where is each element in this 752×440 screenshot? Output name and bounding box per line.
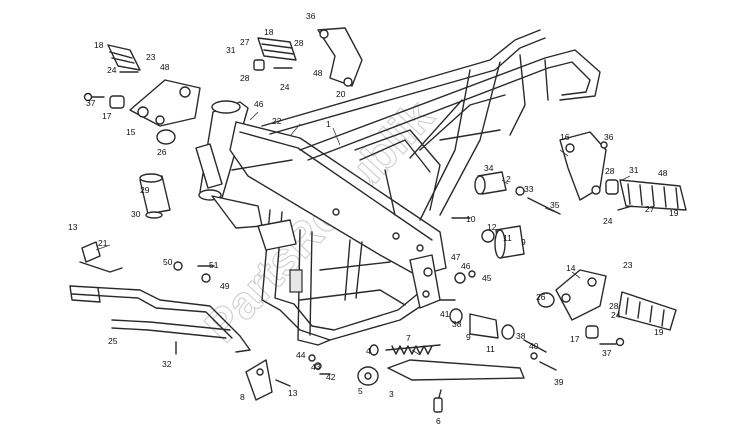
callout-24a: 24: [107, 65, 117, 75]
callout-34: 34: [484, 163, 494, 173]
callout-14: 14: [566, 263, 576, 273]
callout-46a: 46: [254, 99, 264, 109]
callout-48a: 48: [160, 62, 170, 72]
callout-3: 3: [389, 389, 394, 399]
callout-38a: 38: [452, 319, 462, 329]
callout-33: 33: [524, 184, 534, 194]
callout-6: 6: [436, 416, 441, 426]
callout-16: 16: [560, 132, 570, 142]
callout-26a: 26: [157, 147, 167, 157]
callout-7: 7: [406, 333, 411, 343]
callout-8: 8: [240, 392, 245, 402]
callout-4: 4: [366, 346, 371, 356]
callout-44: 44: [296, 350, 306, 360]
callout-48c: 48: [658, 168, 668, 178]
callout-17b: 17: [570, 334, 580, 344]
callout-1: 1: [326, 119, 331, 129]
callout-36b: 36: [604, 132, 614, 142]
callout-38b: 38: [516, 331, 526, 341]
callout-31a: 31: [226, 45, 236, 55]
top-center-parts: [253, 27, 363, 87]
callout-26b: 26: [536, 292, 546, 302]
callout-42: 42: [326, 372, 336, 382]
callout-32: 32: [162, 359, 172, 369]
main-frame: [198, 29, 601, 346]
callout-labels: 1 2 3 4 5 6 7 8 9 9 10 11 11 12 13 13 14…: [68, 11, 679, 426]
callout-18b: 18: [264, 27, 274, 37]
callout-2: 2: [506, 174, 511, 184]
leader-lines: [95, 111, 631, 356]
callout-37a: 37: [86, 98, 96, 108]
callout-24b: 24: [280, 82, 290, 92]
callout-40: 40: [529, 341, 539, 351]
left-footrest-bracket: [83, 44, 201, 145]
callout-11a: 11: [503, 233, 512, 243]
callout-17a: 17: [102, 111, 112, 121]
callout-45: 45: [482, 273, 492, 283]
callout-28c: 28: [605, 166, 615, 176]
callout-31b: 31: [629, 165, 639, 175]
right-footrest-bracket: [559, 131, 687, 211]
side-stand-bracket: [69, 241, 251, 355]
callout-9a: 9: [521, 237, 526, 247]
misc-tubes: [139, 143, 223, 219]
callout-48b: 48: [313, 68, 323, 78]
callout-10: 10: [466, 214, 476, 224]
callout-46b: 46: [461, 261, 471, 271]
callout-19b: 19: [654, 327, 664, 337]
callout-23a: 23: [146, 52, 156, 62]
callout-28b: 28: [294, 38, 304, 48]
callout-28d: 28: [609, 301, 619, 311]
callout-41: 41: [440, 309, 450, 319]
callout-29: 29: [140, 185, 150, 195]
callout-13a: 13: [68, 222, 78, 232]
callout-47: 47: [451, 252, 461, 262]
callout-22: 22: [272, 116, 282, 126]
callout-49: 49: [220, 281, 230, 291]
callout-36a: 36: [306, 11, 316, 21]
callout-21: 21: [98, 238, 108, 248]
callout-12: 12: [487, 222, 497, 232]
callout-19a: 19: [669, 208, 679, 218]
callout-11b: 11: [486, 344, 495, 354]
callout-9b: 9: [466, 332, 471, 342]
callout-15: 15: [126, 127, 136, 137]
callout-30: 30: [131, 209, 141, 219]
lower-right-footrest: [537, 269, 677, 347]
callout-23b: 23: [623, 260, 633, 270]
callout-39: 39: [554, 377, 564, 387]
rear-suspension-parts: [451, 171, 561, 259]
callout-25: 25: [108, 336, 118, 346]
callout-24c: 24: [603, 216, 613, 226]
callout-5: 5: [358, 386, 363, 396]
callout-37b: 37: [602, 348, 612, 358]
callout-24d: 24: [611, 310, 621, 320]
stand-and-lower-parts: [245, 270, 557, 413]
callout-51: 51: [209, 260, 219, 270]
callout-50: 50: [163, 257, 173, 267]
callout-35: 35: [550, 200, 560, 210]
callout-18a: 18: [94, 40, 104, 50]
callout-20: 20: [336, 89, 346, 99]
callout-27b: 27: [645, 204, 655, 214]
callout-13b: 13: [288, 388, 298, 398]
callout-27a: 27: [240, 37, 250, 47]
callout-28a: 28: [240, 73, 250, 83]
callout-43: 43: [311, 362, 321, 372]
